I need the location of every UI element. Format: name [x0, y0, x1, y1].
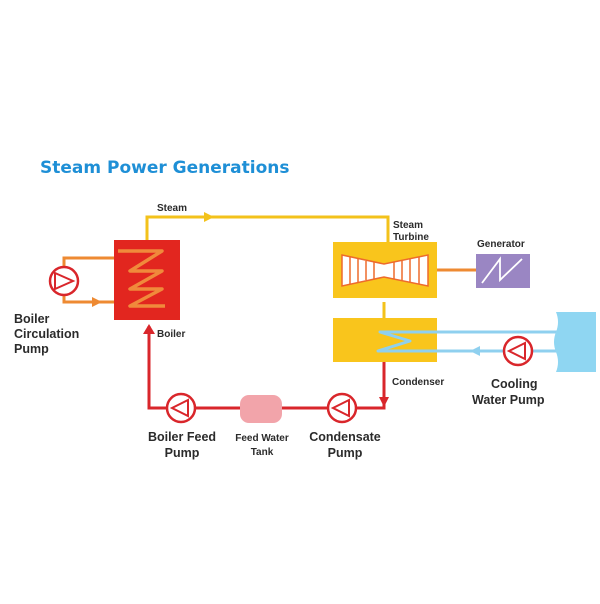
cooling-water-pump-label-2: Water Pump [472, 393, 545, 407]
diagram-title: Steam Power Generations [40, 158, 290, 178]
steam-turbine [333, 242, 437, 298]
boiler-circulation-pump [48, 265, 80, 297]
steam-turbine-label-2: Turbine [393, 232, 429, 243]
condenser-label: Condenser [392, 377, 444, 388]
steam-turbine-label-1: Steam [393, 220, 423, 231]
steam-label: Steam [157, 203, 187, 214]
cooling-water-line [376, 330, 558, 356]
boiler-feed-pump-label-1: Boiler Feed [148, 430, 216, 444]
steam-line [145, 212, 390, 318]
boiler [114, 240, 180, 320]
cooling-water-pump-label-1: Cooling [491, 377, 538, 391]
cooling-water-pump [502, 335, 534, 367]
boiler-circulation-pump-label-1: Boiler [14, 312, 50, 326]
boiler-circulation-pump-label-2: Circulation [14, 327, 79, 341]
boiler-feed-pump-label-2: Pump [165, 446, 200, 460]
generator-label: Generator [477, 239, 525, 250]
boiler-label: Boiler [157, 329, 185, 340]
condensate-pump-label-1: Condensate [309, 430, 381, 444]
condensate-pump [326, 392, 358, 424]
boiler-feed-pump [165, 392, 197, 424]
feed-water-tank [240, 395, 282, 423]
feed-water-tank-label-2: Tank [251, 447, 274, 458]
condenser [333, 318, 437, 362]
feed-water-tank-label-1: Feed Water [235, 433, 289, 444]
boiler-circulation-pump-label-3: Pump [14, 342, 49, 356]
cooling-water-source [554, 312, 596, 372]
condensate-pump-label-2: Pump [328, 446, 363, 460]
generator [476, 254, 530, 288]
